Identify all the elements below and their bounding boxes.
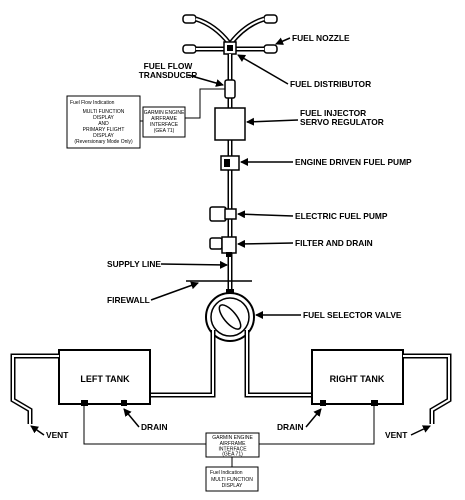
ffi-line-2: DISPLAY — [93, 115, 114, 121]
label-fuel-injector-2: SERVO REGULATOR — [300, 117, 384, 127]
nozzle-line-2 — [229, 16, 265, 45]
ffi-line-4: PRIMARY FLIGHT — [83, 127, 125, 133]
engine-driven-fuel-pump — [220, 155, 240, 171]
fuel-nozzle-group — [182, 14, 278, 55]
label-fuel-flow-transducer-2: TRANSDUCER — [139, 70, 198, 80]
electric-fuel-pump — [209, 206, 237, 222]
fuel-nozzle-2 — [263, 14, 278, 24]
label-fuel-distributor: FUEL DISTRIBUTOR — [290, 79, 371, 89]
gea-lower-line-3: INTERFACE — [218, 447, 247, 453]
label-fuel-nozzle: FUEL NOZZLE — [292, 33, 350, 43]
ffi-line-1: MULTI FUNCTION — [83, 109, 125, 115]
gea-lower-line-2: AIRFRAME — [220, 441, 247, 447]
label-left-tank: LEFT TANK — [80, 374, 130, 384]
gea-upper-line-4: (GEA 71) — [154, 128, 175, 134]
fi-line-1: MULTI FUNCTION — [211, 477, 253, 483]
label-engine-driven-pump: ENGINE DRIVEN FUEL PUMP — [295, 157, 412, 167]
gea-lower-line-1: GARMIN ENGINE — [212, 435, 253, 441]
gea-lower-line-4: (GEA 71) — [222, 452, 243, 458]
label-fuel-flow-transducer-1: FUEL FLOW — [144, 61, 193, 71]
gea-upper-line-1: GARMIN ENGINE — [144, 110, 185, 116]
label-filter-drain: FILTER AND DRAIN — [295, 238, 373, 248]
fuel-nozzle-4 — [263, 44, 278, 54]
gea-upper-line-3: INTERFACE — [150, 122, 179, 128]
label-vent-right: VENT — [385, 430, 408, 440]
gea-71-upper-box: GARMIN ENGINE AIRFRAME INTERFACE (GEA 71… — [142, 106, 186, 138]
right-sensor-wire — [259, 406, 375, 445]
label-fuel-selector-valve: FUEL SELECTOR VALVE — [303, 310, 402, 320]
fuel-nozzle-1 — [182, 14, 197, 24]
gea-upper-line-2: AIRFRAME — [151, 116, 178, 122]
label-vent-left: VENT — [46, 430, 69, 440]
label-drain-left: DRAIN — [141, 422, 168, 432]
fuel-nozzle-3 — [182, 44, 197, 54]
fuel-flow-indication-box: Fuel Flow Indication MULTI FUNCTION DISP… — [66, 95, 141, 149]
ffi-line-3: AND — [98, 121, 109, 127]
fuel-indication-box: Fuel Indication MULTI FUNCTION DISPLAY — [205, 466, 259, 492]
vent-lines — [10, 353, 452, 424]
fuel-indication-title: Fuel Indication — [210, 470, 243, 476]
fi-line-2: DISPLAY — [222, 483, 243, 489]
label-fuel-injector-1: FUEL INJECTOR — [300, 108, 366, 118]
fuel-selector-valve — [205, 289, 255, 342]
fuel-flow-indication-title: Fuel Flow Indication — [70, 100, 115, 106]
fuel-flow-transducer — [224, 79, 236, 99]
label-right-tank: RIGHT TANK — [330, 374, 385, 384]
ffi-line-5: DISPLAY — [93, 133, 114, 139]
left-sensor-wire — [83, 406, 206, 445]
transducer-signal-wire — [185, 88, 225, 119]
fuel-injector-servo-regulator — [214, 107, 246, 141]
right-tank — [311, 349, 404, 406]
label-drain-right: DRAIN — [277, 422, 304, 432]
nozzle-line-1 — [195, 16, 231, 45]
ffi-line-6: (Reversionary Mode Only) — [74, 139, 133, 145]
tank-supply-lines — [149, 330, 312, 398]
label-supply-line: SUPPLY LINE — [107, 259, 161, 269]
gea-71-lower-box: GARMIN ENGINE AIRFRAME INTERFACE (GEA 71… — [205, 432, 260, 458]
left-tank — [58, 349, 151, 406]
label-firewall: FIREWALL — [107, 295, 150, 305]
label-electric-pump: ELECTRIC FUEL PUMP — [295, 211, 388, 221]
filter-and-drain — [209, 236, 237, 257]
